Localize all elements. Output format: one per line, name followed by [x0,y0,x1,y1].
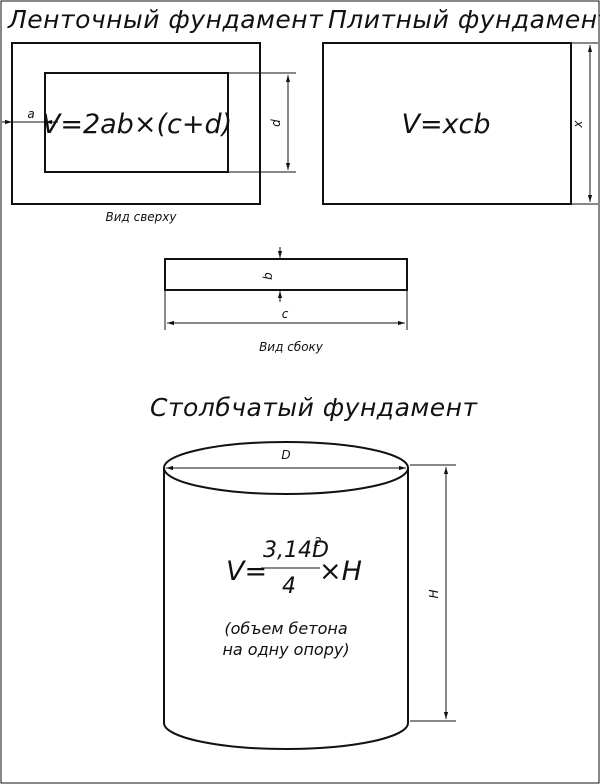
column-formula-exponent: 2 [314,535,322,549]
strip-outer-rect [11,42,261,205]
cylinder-top-ellipse [163,441,409,495]
column-note-line2: на одну опору) [222,640,349,659]
dim-D-label: D [281,448,290,462]
dim-H-label: H [427,589,441,598]
strip-foundation-title: Ленточный фундамент [7,5,324,34]
strip-formula: V=2ab×(c+d) [42,109,232,140]
column-formula-numerator: 3,14D [263,538,329,563]
cylinder-bottom-arc [163,722,409,750]
slab-formula: V=xcb [401,109,490,140]
dim-a-label: a [27,107,34,121]
slab-rect [322,42,572,205]
dim-d-label: d [269,119,283,127]
dim-c-label: c [282,307,289,321]
column-note-line1: (объем бетона [224,619,347,638]
side-view-rect [164,258,408,291]
top-view-caption: Вид сверху [105,210,177,224]
dim-b-label: b [261,272,275,280]
column-formula-lhs: V= [226,556,267,587]
side-view-caption: Вид сбоку [259,340,324,354]
dim-x-label: x [571,120,585,129]
column-formula-denominator: 4 [282,574,296,599]
column-formula-rhs: ×H [319,556,362,587]
column-foundation-title: Столбчатый фундамент [150,393,479,422]
slab-foundation-title: Плитный фундамент [328,5,600,34]
